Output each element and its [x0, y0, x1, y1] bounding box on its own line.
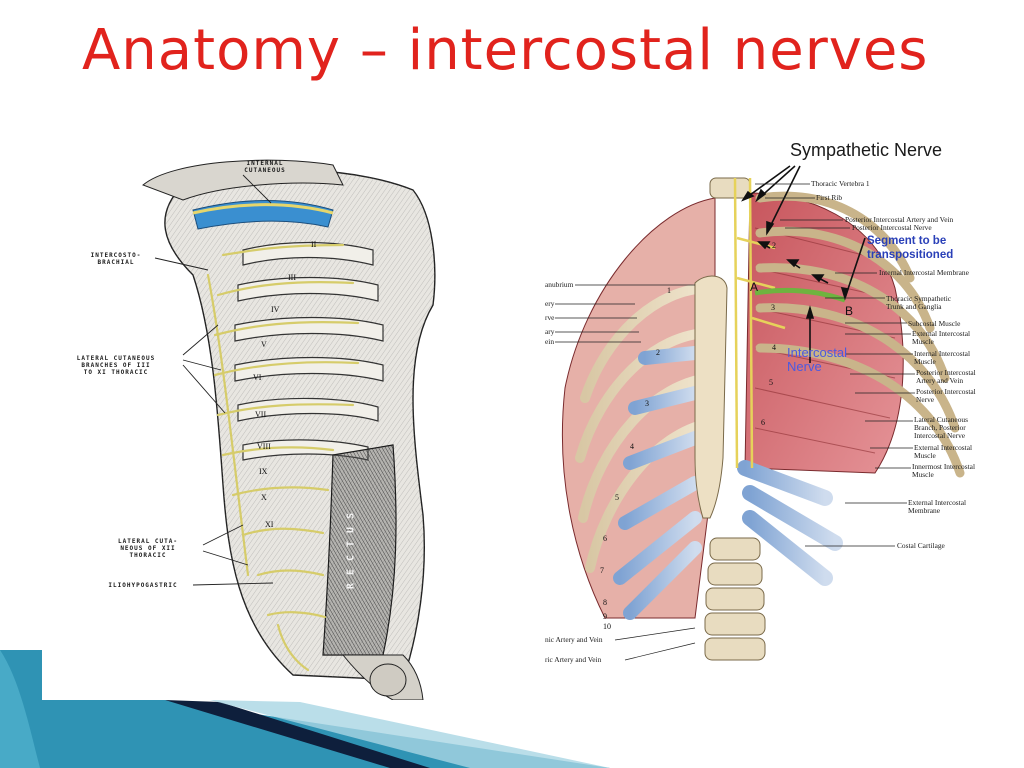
- inner-rib-number-4: 4: [772, 343, 776, 352]
- rib-numeral-10: X: [261, 493, 267, 502]
- rib-number-7: 7: [600, 566, 604, 575]
- label-nerve-partial: rve: [545, 313, 555, 322]
- rib-numeral-3: III: [288, 273, 296, 282]
- left-anatomy-figure: INTERNAL CUTANEOUS INTERCOSTO- BRACHIAL …: [43, 155, 473, 701]
- label-subcostal-muscle: Subcostal Muscle: [908, 319, 961, 328]
- label-lateral-cutaneous-xii: LATERAL CUTA- NEOUS OF XII THORACIC: [118, 538, 178, 559]
- label-lateral-cutaneous-branches: LATERAL CUTANEOUS BRANCHES OF III TO XI …: [76, 355, 156, 376]
- label-internal-intercostal-membrane: Internal Intercostal Membrane: [879, 268, 969, 277]
- label-artery-partial: ery: [545, 299, 555, 308]
- rib-number-2: 2: [656, 348, 660, 357]
- label-external-intercostal-muscle-1: External Intercostal Muscle: [912, 329, 971, 346]
- label-epigastric-artery-vein: ric Artery and Vein: [545, 655, 602, 664]
- label-sympathetic-nerve: Sympathetic Nerve: [790, 140, 943, 160]
- rib-numeral-6: VI: [253, 373, 262, 382]
- label-thoracic-artery-vein: nic Artery and Vein: [545, 635, 603, 644]
- label-external-intercostal-muscle-2: External Intercostal Muscle: [914, 443, 973, 460]
- label-innermost-intercostal-muscle: Innermost Intercostal Muscle: [912, 462, 976, 479]
- inner-rib-number-6: 6: [761, 418, 765, 427]
- marker-b: B: [845, 304, 854, 318]
- deco-teal-shape: [0, 650, 610, 768]
- rib-number-3: 3: [645, 399, 649, 408]
- label-posterior-intercostal-nerve: Posterior Intercostal Nerve: [916, 387, 976, 404]
- deco-light-teal: [0, 650, 40, 768]
- rib-numeral-11: XI: [265, 520, 274, 529]
- rib-number-4: 4: [630, 442, 634, 451]
- rib-number-8: 8: [603, 598, 607, 607]
- rib-numeral-5: V: [261, 340, 267, 349]
- rib-numeral-8: VIII: [257, 442, 271, 451]
- label-thoracic-vertebra-1: Thoracic Vertebra 1: [811, 179, 870, 188]
- deco-navy-stripe: [165, 700, 430, 768]
- label-segment-to-be-transpositioned: Segment to be transpositioned: [867, 235, 954, 261]
- label-thoracic-sympathetic-trunk: Thoracic Sympathetic Trunk and Ganglia: [886, 294, 952, 311]
- bottom-decoration: [0, 650, 610, 768]
- label-intercostal-nerve: Intercostal Nerve: [787, 345, 847, 374]
- rib-numeral-9: IX: [259, 467, 268, 476]
- label-internal-intercostal-muscle: Internal Intercostal Muscle: [914, 349, 971, 366]
- rib-number-10: 10: [603, 622, 611, 631]
- slide-title: Anatomy – intercostal nerves: [82, 18, 929, 83]
- label-lateral-cutaneous-branch: Lateral Cutaneous Branch, Posterior Inte…: [914, 415, 968, 440]
- rib-number-5: 5: [615, 493, 619, 502]
- rib-numeral-2: II: [311, 240, 317, 249]
- rib-numeral-7: VII: [255, 410, 267, 419]
- label-internal-cutaneous: INTERNAL CUTANEOUS: [244, 160, 286, 174]
- inner-rib-number-3: 3: [771, 303, 775, 312]
- rib-number-9: 9: [603, 612, 607, 621]
- deco-pale-stripe: [210, 700, 610, 768]
- right-anatomy-illustration: [555, 165, 965, 661]
- label-first-rib: First Rib: [816, 193, 843, 202]
- left-anatomy-illustration: [142, 159, 436, 701]
- rib-number-6: 6: [603, 534, 607, 543]
- label-iliohypogastric: ILIOHYPOGASTRIC: [108, 582, 178, 589]
- rib-numeral-4: IV: [271, 305, 280, 314]
- marker-a: A: [750, 280, 759, 294]
- label-costal-cartilage: Costal Cartilage: [897, 541, 945, 550]
- label-ary-partial: ary: [545, 327, 555, 336]
- label-posterior-intercostal-artery-vein: Posterior Intercostal Artery and Vein: [916, 368, 976, 385]
- label-manubrium: anubrium: [545, 280, 574, 289]
- rib-number-1: 1: [667, 286, 671, 295]
- label-vein-partial: ein: [545, 337, 555, 346]
- label-external-intercostal-membrane: External Intercostal Membrane: [908, 498, 967, 515]
- label-rectus: R E C T U S: [345, 511, 357, 590]
- right-anatomy-figure: Sympathetic Nerve Segment to be transpos…: [545, 138, 985, 684]
- label-posterior-intercostal-artery-vein-top: Posterior Intercostal Artery and Vein: [845, 215, 954, 224]
- label-posterior-intercostal-nerve-top: Posterior Intercostal Nerve: [852, 223, 932, 232]
- inner-rib-number-5: 5: [769, 378, 773, 387]
- inner-rib-number-2: 2: [772, 241, 776, 250]
- label-intercosto-brachial: INTERCOSTO- BRACHIAL: [90, 252, 142, 266]
